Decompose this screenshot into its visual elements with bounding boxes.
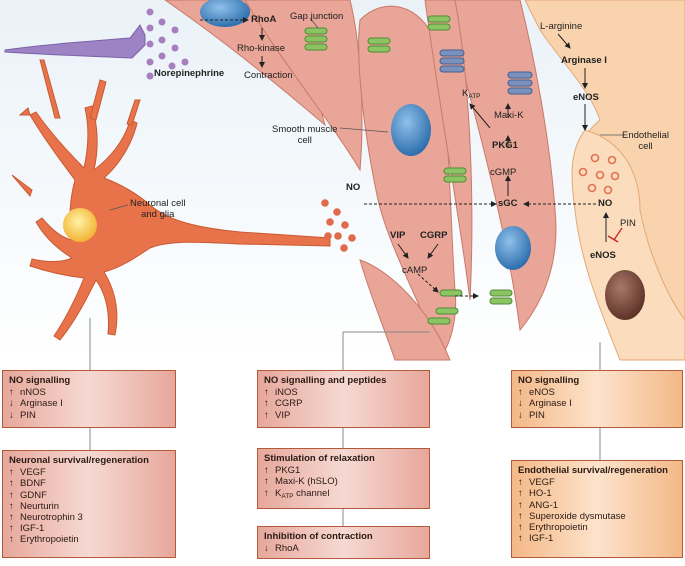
label-gap-junction: Gap junction — [290, 11, 344, 22]
label-katp: KATP — [462, 88, 481, 100]
box-title: Inhibition of contraction — [264, 531, 373, 542]
neuronal-cell — [11, 59, 331, 341]
box-no-signalling-peptides: NO signalling and peptides ↑iNOS ↑CGRP ↑… — [257, 370, 430, 428]
no-molecules-neuronal — [321, 199, 356, 252]
label-enos-top: eNOS — [573, 92, 599, 103]
neuron-nucleus — [63, 208, 97, 242]
box-row: ↑Erythropoietin — [9, 534, 79, 546]
box-title: NO signalling and peptides — [264, 375, 387, 386]
box-row: ↑Neurotrophin 3 — [9, 512, 83, 524]
box-endothelial-no-signalling: NO signalling ↑eNOS ↓Arginase I ↓PIN — [511, 370, 683, 428]
box-row: ↑CGRP — [264, 398, 303, 410]
pathway-arrows — [200, 17, 609, 299]
box-row: ↑nNOS — [9, 387, 46, 399]
box-row: ↓Arginase I — [9, 398, 63, 410]
box-row: ↑Maxi-K (hSLO) — [264, 476, 338, 488]
box-row: ↓PIN — [9, 409, 36, 421]
norepinephrine-dots — [146, 8, 189, 80]
katp-channel — [439, 49, 465, 73]
box-title: NO signalling — [9, 375, 71, 386]
box-title: Endothelial survival/regeneration — [518, 465, 668, 476]
label-endothelial-cell: Endothelial cell — [622, 130, 670, 152]
gap-junctions — [304, 15, 513, 325]
smooth-muscle-cell-bottom — [359, 259, 451, 361]
box-row: ↑VIP — [264, 409, 291, 421]
smooth-muscle-cell-thin — [424, 0, 473, 301]
label-l-arginine: L-arginine — [540, 21, 583, 32]
pin-inhibition — [613, 227, 623, 241]
neuron-dendrites — [11, 59, 141, 197]
box-stimulation-relaxation: Stimulation of relaxation ↑PKG1 ↑Maxi-K … — [257, 448, 430, 509]
label-enos-bottom: eNOS — [590, 250, 616, 261]
box-neuronal-survival: Neuronal survival/regeneration ↑VEGF ↑BD… — [2, 450, 176, 558]
box-row: ↑Erythropoietin — [518, 522, 588, 534]
endothelial-nucleus — [605, 270, 645, 320]
box-row: ↑Superoxide dysmutase — [518, 510, 626, 522]
box-endothelial-survival: Endothelial survival/regeneration ↑VEGF … — [511, 460, 683, 558]
box-row: ↑Neurturin — [9, 500, 60, 512]
label-rho-kinase: Rho-kinase — [237, 43, 286, 54]
box-connectors — [89, 318, 601, 526]
box-row: ↑PKG1 — [264, 465, 301, 477]
box-row: ↓Arginase I — [518, 398, 572, 410]
box-row: ↑eNOS — [518, 387, 555, 399]
maxi-k-channel — [507, 71, 533, 95]
sympathetic-nerve-terminal — [4, 24, 146, 59]
box-title: NO signalling — [518, 375, 580, 386]
box-inhibition-contraction: Inhibition of contraction ↓RhoA — [257, 526, 430, 559]
label-rhoa: RhoA — [251, 14, 277, 25]
label-no-left: NO — [346, 182, 361, 193]
label-arginase-i: Arginase I — [561, 55, 607, 66]
label-contraction: Contraction — [244, 70, 293, 81]
label-no-right: NO — [598, 198, 613, 209]
endothelial-cell-lower — [571, 129, 685, 361]
label-neuronal-cell: Neuronal cell and glia — [130, 198, 186, 220]
label-pkg1: PKG1 — [492, 140, 518, 151]
no-molecules-endothelial — [578, 153, 620, 195]
label-vip: VIP — [390, 230, 406, 241]
box-row: ↓RhoA — [264, 543, 299, 555]
box-row: ↑VEGF — [9, 467, 46, 479]
box-row: ↑VEGF — [518, 477, 555, 489]
label-camp: cAMP — [402, 265, 428, 276]
box-row: ↑GDNF — [9, 489, 47, 501]
smooth-muscle-nucleus-center — [391, 104, 431, 156]
box-title: Stimulation of relaxation — [264, 453, 375, 464]
label-maxi-k: Maxi-K — [494, 110, 524, 121]
box-row: ↑ANG-1 — [518, 499, 559, 511]
box-neuronal-no-signalling: NO signalling ↑nNOS ↓Arginase I ↓PIN — [2, 370, 176, 428]
label-smooth-muscle-cell: Smooth muscle cell — [272, 124, 338, 146]
label-pin: PIN — [620, 218, 636, 229]
smooth-muscle-cell-top-2 — [244, 0, 363, 172]
leader-lines — [109, 17, 625, 211]
box-row: ↑HO-1 — [518, 488, 552, 500]
box-row: ↑IGF-1 — [9, 523, 45, 535]
box-row: ↑KATP channel — [264, 487, 330, 500]
box-row: ↓PIN — [518, 409, 545, 421]
smooth-muscle-nucleus-right — [495, 226, 531, 270]
box-row: ↑iNOS — [264, 387, 298, 399]
box-row: ↑IGF-1 — [518, 533, 554, 545]
label-sgc: sGC — [498, 198, 518, 209]
label-cgmp: cGMP — [490, 167, 517, 178]
pin-inhibition-bar — [607, 235, 619, 243]
label-norepinephrine: Norepinephrine — [154, 68, 225, 79]
label-cgrp: CGRP — [420, 230, 448, 241]
box-row: ↑BDNF — [9, 478, 46, 490]
box-title: Neuronal survival/regeneration — [9, 455, 149, 466]
